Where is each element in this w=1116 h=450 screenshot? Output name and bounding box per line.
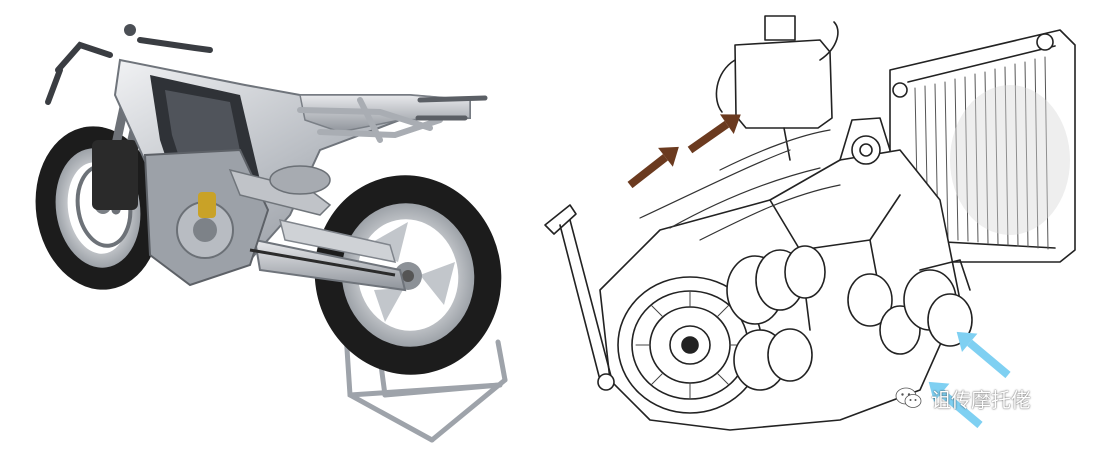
exhaust-arrow-2: [687, 114, 741, 154]
exhaust: [228, 165, 332, 216]
intake-arrow-2: [928, 381, 983, 429]
coolant-reservoir: [715, 15, 839, 161]
intake-arrow-1: [956, 331, 1011, 379]
handlebars: [45, 37, 213, 105]
chain: [249, 248, 396, 277]
motorcycle-illustration: [35, 24, 508, 443]
engine-diagram: [544, 15, 1076, 431]
wechat-icon: [895, 387, 922, 408]
motorcycle-photo: [0, 0, 540, 450]
shift-lever: [544, 204, 615, 391]
watermark-text: 诅传摩托佬: [931, 387, 1031, 412]
exhaust-arrow-1: [627, 146, 679, 189]
intake-arrows: [928, 331, 1011, 429]
exhaust-arrows: [627, 114, 741, 189]
front-caliper: [92, 140, 138, 210]
watermark: 诅传摩托佬: [895, 378, 1031, 418]
engine-line-drawing: [540, 0, 1116, 450]
gearbox: [726, 245, 826, 391]
rear-shock: [198, 192, 216, 218]
airflow-lines: [639, 129, 841, 241]
